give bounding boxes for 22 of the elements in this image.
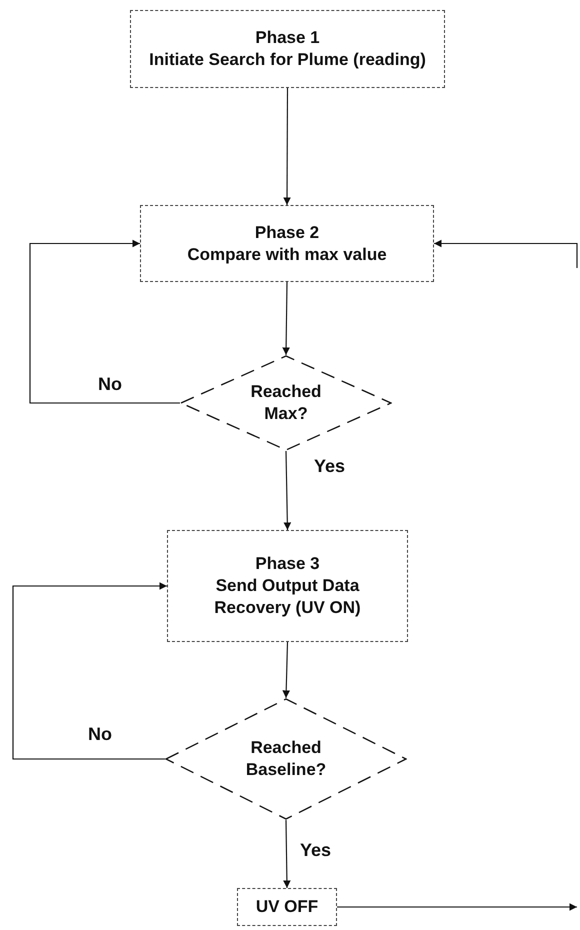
phase-heading: Phase 3 (255, 553, 320, 575)
arrow (282, 282, 290, 355)
process-box (237, 888, 337, 926)
arrow (283, 820, 291, 888)
step-text: Compare with max value (187, 244, 387, 266)
arrow (337, 903, 577, 911)
step-text: Initiate Search for Plume (reading) (149, 49, 426, 71)
arrow (283, 88, 291, 205)
phase-heading: Phase 2 (254, 222, 320, 244)
arrow (12, 582, 167, 760)
step-text: Send Output Data Recovery (UV ON) (213, 575, 362, 619)
arrow (284, 450, 292, 530)
process-box (167, 530, 408, 642)
arrow (282, 642, 290, 698)
decision-text: Reached Baseline? (244, 737, 328, 781)
phase-heading: Phase 1 (255, 27, 320, 49)
step-text: UV OFF (256, 896, 318, 918)
arrow (434, 240, 578, 268)
process-box (130, 10, 445, 88)
decision-text: Reached Max? (250, 381, 322, 425)
process-box (140, 205, 434, 282)
arrow (29, 240, 180, 404)
